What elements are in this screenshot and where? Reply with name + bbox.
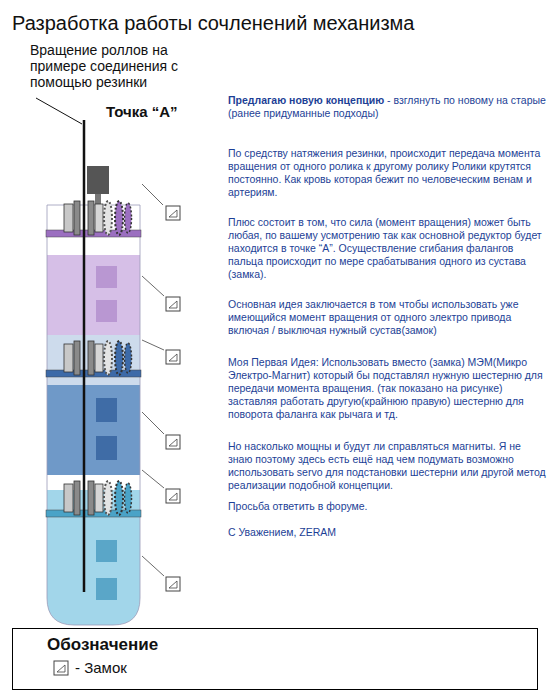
note-text: Но насколько мощны и будут ли справлятьс…	[228, 440, 546, 491]
text-block: Просьба ответить в форуме.	[228, 500, 546, 513]
note-text: По средству натяжения резинки, происходи…	[228, 147, 540, 198]
text-block: Основная идея заключается в том чтобы ис…	[228, 298, 546, 337]
note-text: Плюс состоит в том, что сила (момент вра…	[228, 216, 542, 280]
text-block: По средству натяжения резинки, происходи…	[228, 147, 546, 199]
label-wrap: Плюс состоит в том, что сила (момент вра…	[228, 216, 546, 281]
illustration-caption: Вращение роллов на примере соединения с …	[30, 42, 178, 90]
note-text: Просьба ответить в форуме.	[228, 500, 368, 512]
space	[384, 94, 387, 106]
point-label: Точка “A”	[106, 103, 178, 120]
label-wrap: Просьба ответить в форуме.	[228, 500, 546, 513]
label-wrap: Вращение роллов на примере соединения с …	[30, 42, 200, 90]
text-block: Предлагаю новую концепцию - взглянуть по…	[228, 94, 546, 120]
legend-heading: Обозначение	[47, 635, 537, 655]
text-block: С Уважением, ZERAM	[228, 526, 546, 539]
text-block: Но насколько мощны и будут ли справлятьс…	[228, 440, 546, 492]
label-wrap: По средству натяжения резинки, происходи…	[228, 147, 546, 199]
note-text: С Уважением, ZERAM	[228, 526, 336, 538]
label-wrap: Точка “A”	[106, 103, 178, 120]
legend-box: Обозначение - Замок	[12, 628, 538, 690]
text-block: Точка “A”	[106, 103, 178, 120]
text-block: Плюс состоит в том, что сила (момент вра…	[228, 216, 546, 281]
title-wrap: Разработка работы сочленений механизма	[12, 12, 414, 35]
label-wrap: Но насколько мощны и будут ли справлятьс…	[228, 440, 546, 492]
note-text: Предлагаю новую концепцию	[228, 94, 384, 106]
text-block: Моя Первая Идея: Использовать вместо (за…	[228, 356, 546, 421]
label-wrap: Моя Первая Идея: Использовать вместо (за…	[228, 356, 546, 421]
label-wrap: С Уважением, ZERAM	[228, 526, 546, 539]
legend-row: - Замок	[53, 659, 537, 676]
page-title: Разработка работы сочленений механизма	[12, 12, 414, 35]
legend-text: - Замок	[75, 659, 127, 676]
text-block: Вращение роллов на примере соединения с …	[30, 42, 200, 90]
note-text: Основная идея заключается в том чтобы ис…	[228, 298, 518, 336]
lock-symbol	[53, 660, 69, 676]
label-wrap: Основная идея заключается в том чтобы ис…	[228, 298, 546, 337]
note-text: Моя Первая Идея: Использовать вместо (за…	[228, 356, 543, 420]
label-wrap: Предлагаю новую концепцию - взглянуть по…	[228, 94, 546, 120]
